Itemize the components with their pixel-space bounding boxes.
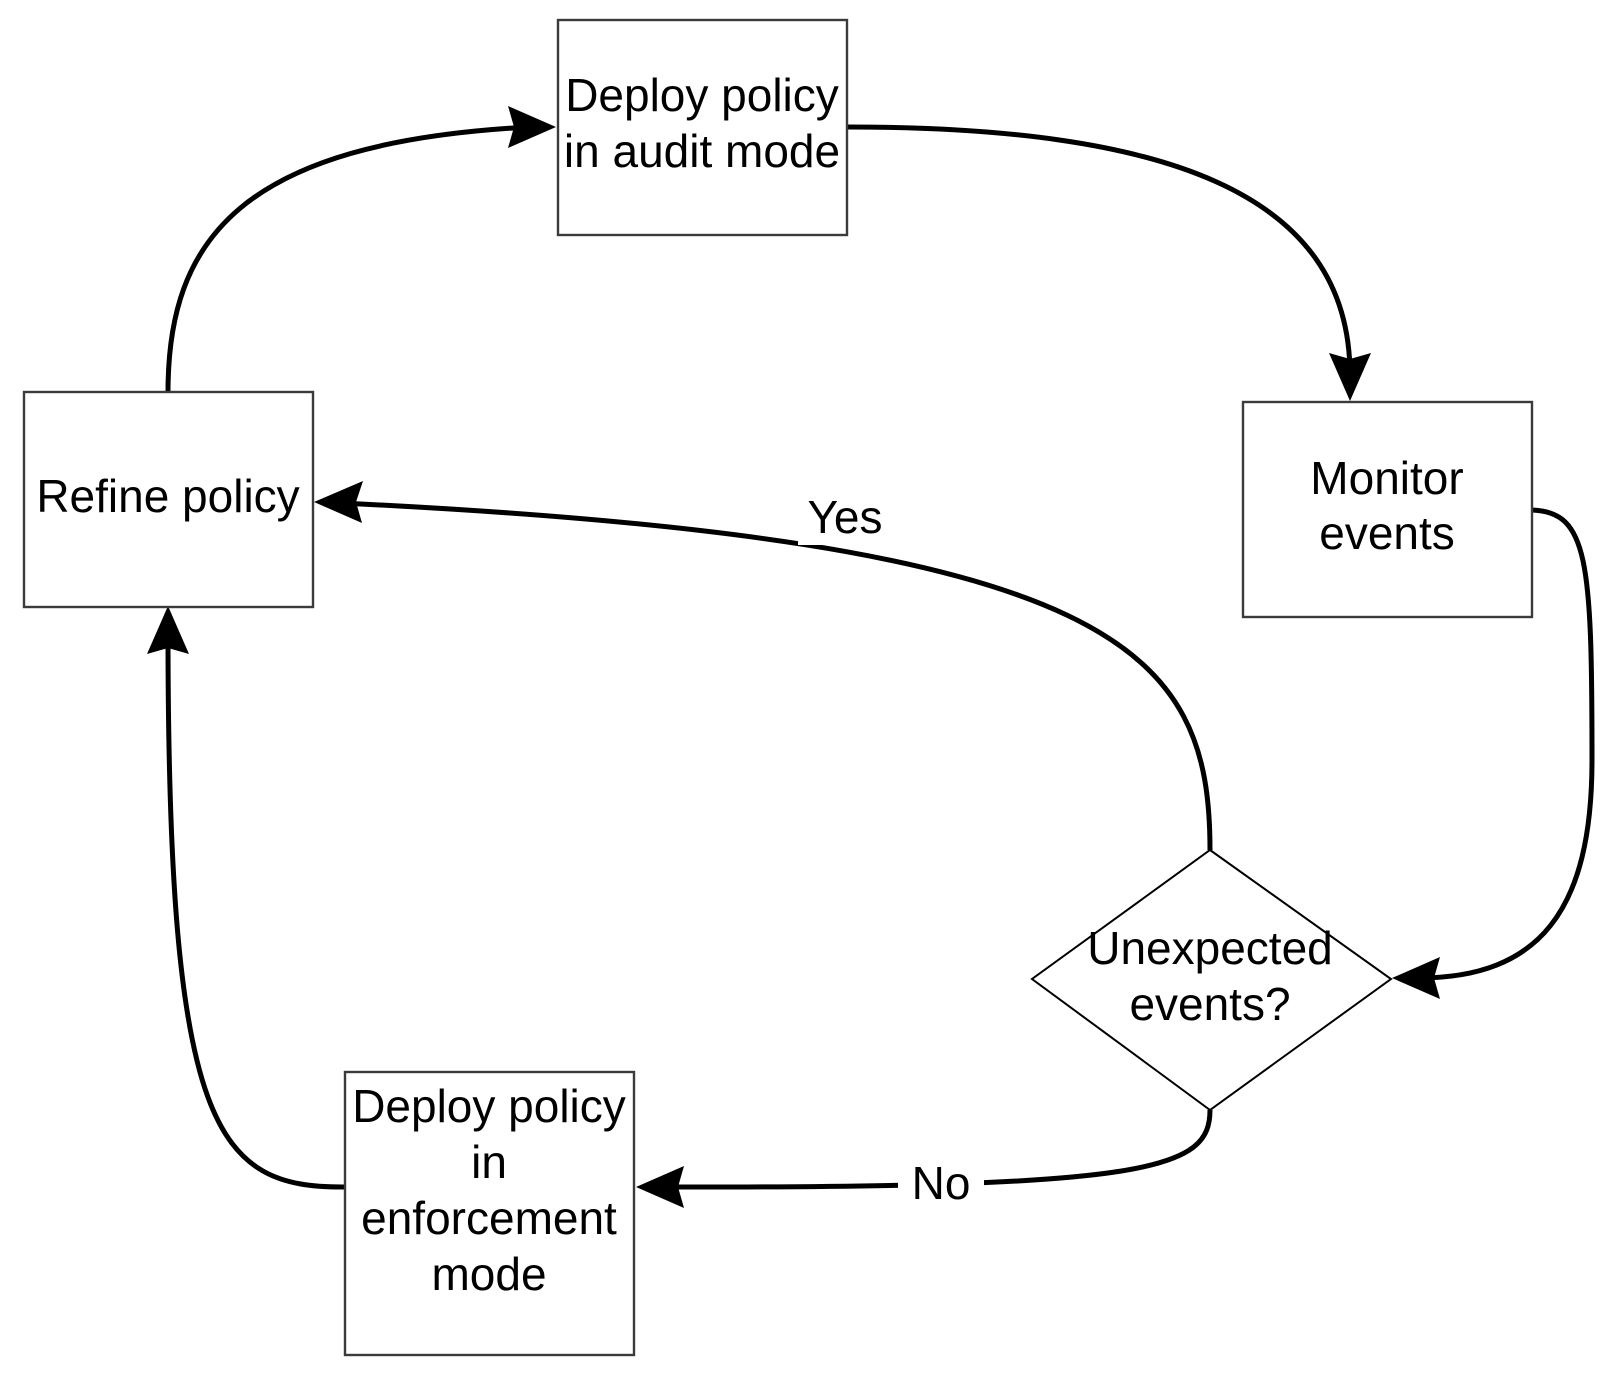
edge-refine-to-audit-path [165,124,531,393]
edge-decision-yes-to-refine: Yes [314,481,1213,851]
node-deploy-enforcement-label-line-2: in [471,1136,507,1188]
edge-audit-to-monitor [846,124,1371,401]
node-unexpected-events-label-line-1: Unexpected [1087,922,1333,974]
edge-label-yes-halo [798,497,892,545]
edge-enforcement-to-refine [147,606,346,1190]
edge-decision-no-to-enforcement-arrowhead [636,1166,684,1208]
node-deploy-audit-box[interactable] [556,18,849,237]
edge-enforcement-to-refine-path [165,631,346,1190]
node-refine-policy-box[interactable] [22,390,315,609]
node-unexpected-events-label-line-2: events? [1129,978,1290,1030]
node-deploy-enforcement-label-line-1: Deploy policy [352,1080,626,1132]
node-monitor-events[interactable]: Monitor events [1241,400,1534,619]
node-monitor-events-label-line-2: events [1319,507,1455,559]
node-deploy-audit-label-line-1: Deploy policy [565,69,839,121]
edge-monitor-to-decision-arrowhead [1392,957,1440,999]
edge-decision-yes-to-refine-arrowhead [314,481,363,523]
edge-decision-yes-to-refine-path [339,500,1213,851]
node-monitor-events-box[interactable] [1241,400,1534,619]
edge-decision-no-to-enforcement: No [636,1109,1213,1211]
edge-refine-to-audit-arrowhead [508,106,556,148]
edge-label-no-halo [898,1163,984,1211]
edge-monitor-to-decision [1392,507,1595,999]
edge-refine-to-audit [165,106,556,393]
node-deploy-audit-label-line-2: in audit mode [564,125,840,177]
edge-decision-no-to-enforcement-path [661,1109,1213,1190]
node-unexpected-events-diamond[interactable] [1030,848,1393,1112]
edge-audit-to-monitor-path [846,124,1353,376]
node-deploy-enforcement-label-line-3: enforcement [361,1192,617,1244]
node-deploy-enforcement[interactable]: Deploy policy in enforcement mode [343,1070,636,1357]
node-monitor-events-label-line-1: Monitor [1310,452,1463,504]
node-deploy-enforcement-box[interactable] [343,1070,636,1357]
node-unexpected-events[interactable]: Unexpected events? [1030,848,1393,1112]
node-deploy-enforcement-label-line-4: mode [431,1248,546,1300]
edge-audit-to-monitor-arrowhead [1329,353,1371,401]
node-refine-policy-label: Refine policy [36,470,299,522]
edge-enforcement-to-refine-arrowhead [147,606,189,654]
node-refine-policy[interactable]: Refine policy [22,390,315,609]
edge-monitor-to-decision-path [1417,507,1595,981]
edge-label-no: No [912,1157,971,1209]
edge-label-yes: Yes [807,491,882,543]
node-deploy-audit[interactable]: Deploy policy in audit mode [556,18,849,237]
